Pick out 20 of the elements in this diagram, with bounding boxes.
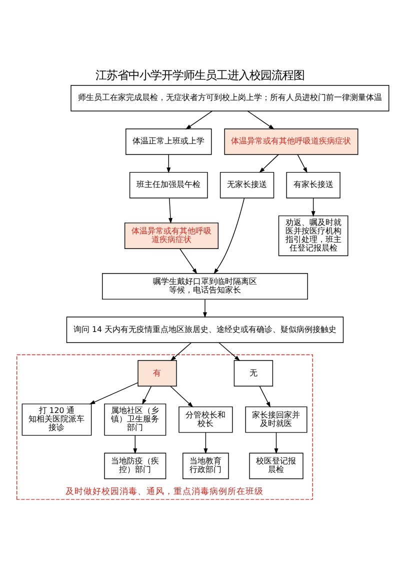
arrow	[297, 154, 308, 174]
diagram-title: 江苏省中小学开学师生员工进入校园流程图	[96, 68, 304, 82]
arrow	[168, 198, 172, 224]
arrow	[311, 198, 316, 217]
arrow	[170, 386, 194, 408]
arrow	[202, 298, 207, 318]
arrow	[218, 342, 240, 362]
arrow	[185, 110, 213, 130]
arrow	[142, 386, 152, 405]
arrow	[166, 154, 171, 174]
arrow	[247, 110, 274, 130]
arrow	[89, 382, 138, 404]
arrow	[274, 432, 278, 454]
arrow	[170, 342, 192, 362]
arrow	[214, 198, 245, 274]
arrow	[259, 386, 271, 408]
arrow	[259, 154, 279, 173]
arrow	[133, 435, 138, 454]
arrow	[204, 432, 208, 454]
arrow	[179, 248, 198, 274]
